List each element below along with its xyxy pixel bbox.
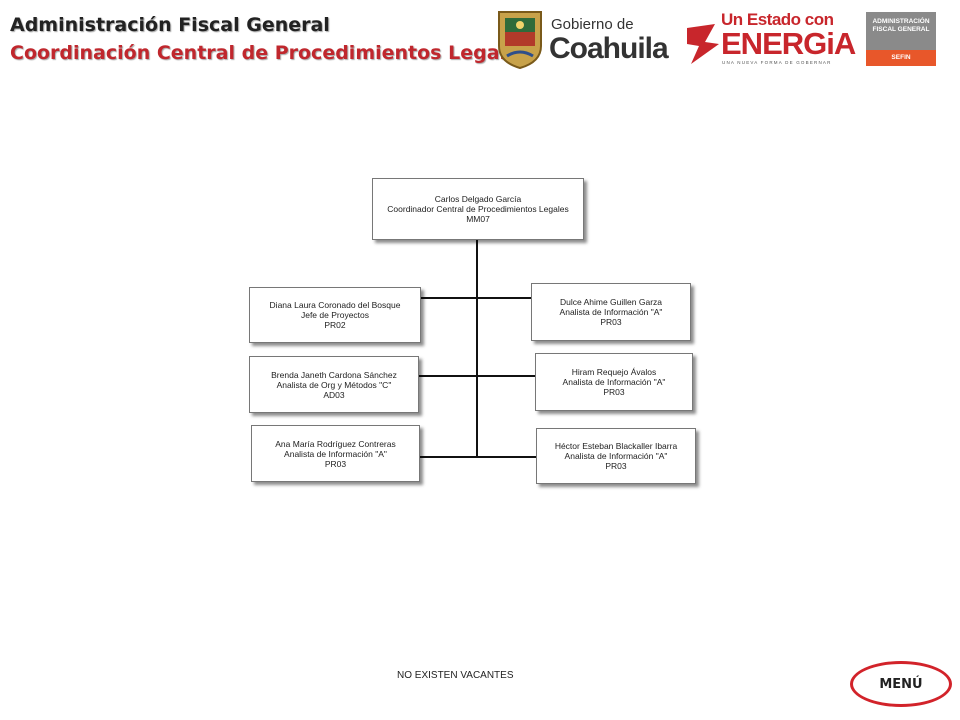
org-node-right-2: Hiram Requejo Ávalos Analista de Informa…: [535, 353, 693, 411]
header-title: Administración Fiscal General: [10, 14, 330, 36]
org-node-right-1: Dulce Ahime Guillen Garza Analista de In…: [531, 283, 691, 341]
energia-text-2: ENERGiA: [721, 26, 856, 61]
menu-button[interactable]: MENÚ: [850, 661, 952, 707]
coahuila-logo: Gobierno de Coahuila: [495, 8, 675, 70]
energia-arrow-icon: [687, 24, 719, 64]
org-node-right-3: Héctor Esteban Blackaller Ibarra Analist…: [536, 428, 696, 484]
coahuila-text-1: Gobierno de: [551, 16, 634, 33]
node-name: Diana Laura Coronado del Bosque: [269, 300, 401, 310]
node-code: MM07: [466, 214, 490, 224]
header-subtitle: Coordinación Central de Procedimientos L…: [10, 42, 531, 64]
node-name: Ana María Rodríguez Contreras: [275, 438, 396, 449]
sefin-text-1: ADMINISTRACIÓN: [872, 18, 930, 25]
org-node-left-1: Diana Laura Coronado del Bosque Jefe de …: [249, 287, 421, 343]
connector-trunk: [476, 238, 478, 458]
node-code: PR02: [324, 320, 346, 330]
node-role: Analista de Información "A": [559, 307, 663, 317]
node-role: Analista de Org y Métodos "C": [276, 379, 392, 390]
node-code: PR03: [605, 461, 627, 471]
sefin-text-3: SEFIN: [866, 50, 936, 66]
connector-left-2: [418, 375, 477, 377]
sefin-text-2: FISCAL GENERAL: [872, 26, 930, 33]
node-name: Héctor Esteban Blackaller Ibarra: [554, 441, 678, 451]
coahuila-text-2: Coahuila: [549, 32, 669, 65]
energia-text-1: Un Estado con: [721, 10, 834, 29]
node-role: Analista de Información "A": [562, 377, 666, 387]
node-role: Analista de Información "A": [564, 451, 668, 461]
connector-right-3: [477, 456, 536, 458]
connector-right-1: [477, 297, 531, 299]
org-node-root: Carlos Delgado García Coordinador Centra…: [372, 178, 584, 240]
node-code: AD03: [323, 389, 345, 400]
energia-tagline: UNA NUEVA FORMA DE GOBERNAR: [722, 60, 832, 65]
connector-left-1: [420, 297, 477, 299]
vacancies-note: NO EXISTEN VACANTES: [397, 670, 514, 681]
node-name: Carlos Delgado García: [434, 194, 522, 204]
node-name: Dulce Ahime Guillen Garza: [559, 297, 663, 307]
connector-right-2: [477, 375, 535, 377]
sefin-logo: ADMINISTRACIÓN FISCAL GENERAL SEFIN: [866, 12, 936, 66]
energia-logo: Un Estado con ENERGiA UNA NUEVA FORMA DE…: [685, 8, 856, 70]
org-node-left-2: Brenda Janeth Cardona Sánchez Analista d…: [249, 356, 419, 413]
node-name: Brenda Janeth Cardona Sánchez: [271, 369, 397, 380]
node-role: Analista de Información "A": [284, 448, 387, 459]
org-node-left-3: Ana María Rodríguez Contreras Analista d…: [251, 425, 420, 482]
node-code: PR03: [603, 387, 625, 397]
node-role: Coordinador Central de Procedimientos Le…: [387, 204, 569, 214]
node-code: PR03: [600, 317, 622, 327]
node-name: Hiram Requejo Ávalos: [571, 367, 657, 377]
node-role: Jefe de Proyectos: [300, 310, 370, 320]
connector-left-3: [418, 456, 477, 458]
coahuila-shield-icon: [498, 11, 542, 70]
node-code: PR03: [324, 458, 347, 469]
